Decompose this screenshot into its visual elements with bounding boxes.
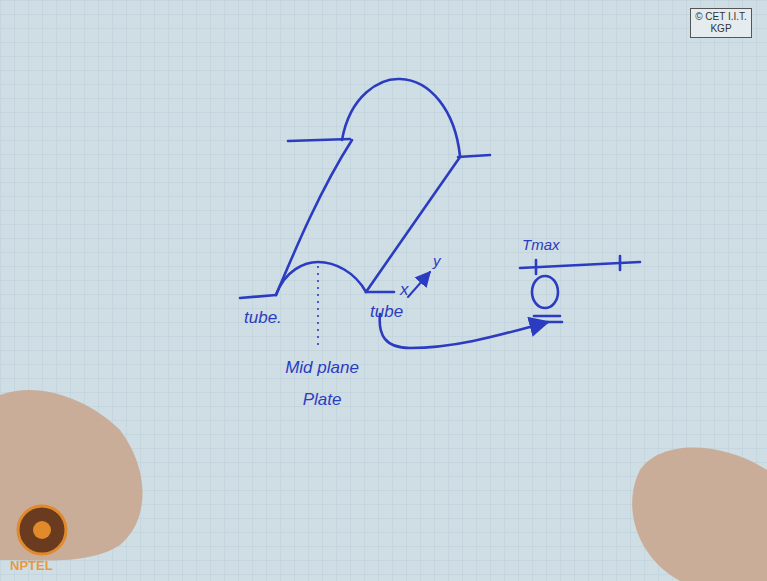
fin-bottom-arc <box>276 262 366 295</box>
watermark-box: © CET I.I.T. KGP <box>690 8 752 38</box>
mid-plane-line <box>317 266 319 346</box>
logo-text: NPTEL <box>10 558 53 573</box>
base-line <box>366 291 394 294</box>
axis-label: y <box>433 252 441 269</box>
base-line <box>240 295 276 298</box>
hand <box>0 390 143 561</box>
axis-arrow <box>408 272 430 297</box>
fin-top-arc <box>342 79 460 156</box>
fin-edge <box>276 140 352 295</box>
part-label: tube <box>370 302 403 322</box>
logo-wheel <box>18 506 66 554</box>
node-text: © CET I.I.T. KGP <box>694 11 748 35</box>
tick <box>619 256 622 270</box>
hand <box>632 448 767 581</box>
symbol-label: Tmax <box>522 236 560 253</box>
part-label: tube. <box>244 308 282 328</box>
tube-circle <box>532 276 558 308</box>
t-line <box>520 262 640 268</box>
axis-label: x <box>400 280 409 300</box>
fin-edge <box>366 157 460 292</box>
ground-line <box>534 315 560 318</box>
fin-line <box>458 155 490 157</box>
tick <box>535 260 538 274</box>
plane-label: Mid plane Plate <box>280 352 364 416</box>
ground-line <box>534 321 562 324</box>
pointer-arrow <box>380 314 548 348</box>
logo-hub <box>33 521 51 539</box>
